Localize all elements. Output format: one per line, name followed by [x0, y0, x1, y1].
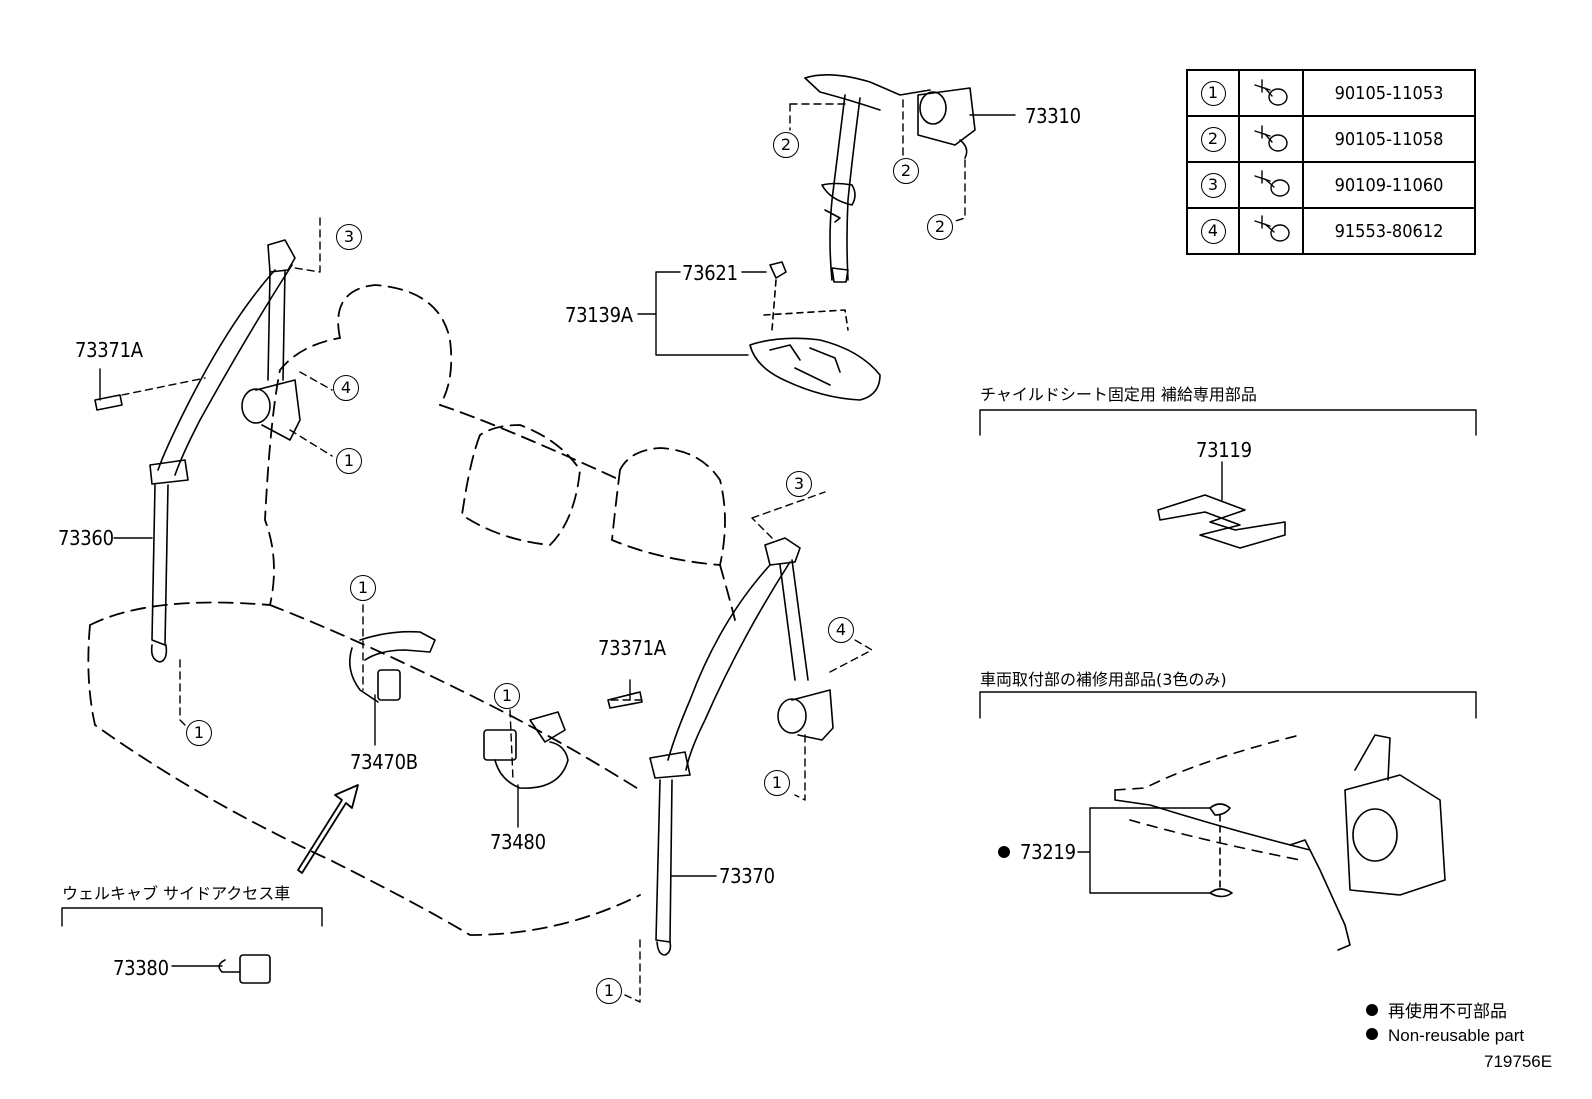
- callout-1: 1: [494, 683, 520, 709]
- bolt-icon: [1238, 161, 1304, 209]
- table-row: 4 91553-80612: [1186, 207, 1476, 255]
- table-cell-index: 3: [1186, 161, 1240, 209]
- table-row: 2 90105-11058: [1186, 115, 1476, 163]
- part-label-73310[interactable]: 73310: [1025, 104, 1081, 128]
- part-label-73371A[interactable]: 73371A: [75, 338, 143, 362]
- legend-jp: 再使用不可部品: [1366, 1003, 1507, 1020]
- bolt-icon: [1238, 115, 1304, 163]
- legend-en-text: Non-reusable part: [1388, 1026, 1525, 1045]
- fastener-table: 1 90105-11053 2 90105-11058 3 90109-1106…: [1186, 69, 1476, 255]
- callout-index: 3: [1200, 172, 1226, 198]
- callout-4: 4: [333, 375, 359, 401]
- bolt-icon: [1238, 69, 1304, 117]
- part-label-73480[interactable]: 73480: [490, 830, 546, 854]
- non-reusable-mark-icon: [1366, 1004, 1378, 1016]
- part-label-73219-text: 73219: [1020, 840, 1076, 864]
- table-row: 1 90105-11053: [1186, 69, 1476, 117]
- cover-73139A: [749, 261, 881, 401]
- table-cell-part: 90105-11053: [1302, 69, 1476, 117]
- non-reusable-mark-icon: [1366, 1028, 1378, 1040]
- callout-4: 4: [828, 617, 854, 643]
- table-cell-part: 90109-11060: [1302, 161, 1476, 209]
- callout-1: 1: [764, 770, 790, 796]
- callout-leaders: [121, 99, 966, 1003]
- callout-2: 2: [927, 214, 953, 240]
- table-cell-index: 2: [1186, 115, 1240, 163]
- table-cell-part: 91553-80612: [1302, 207, 1476, 255]
- callout-1: 1: [186, 720, 212, 746]
- bracket-73119: [1157, 494, 1286, 549]
- part-label-73370[interactable]: 73370: [719, 864, 775, 888]
- diagram-id: 719756E: [1484, 1052, 1553, 1071]
- part-label-73470B[interactable]: 73470B: [350, 750, 418, 774]
- callout-1: 1: [350, 575, 376, 601]
- repair-section-header: 車両取付部の補修用部品(3色のみ): [980, 670, 1227, 689]
- buckle-73480: [483, 711, 569, 789]
- bolt-icon: [1238, 207, 1304, 255]
- clip-73371A: [94, 394, 643, 709]
- part-label-73119[interactable]: 73119: [1196, 438, 1252, 462]
- rear-seat-outline: [87, 284, 736, 936]
- callout-3: 3: [336, 224, 362, 250]
- callout-index: 2: [1200, 126, 1226, 152]
- buckle-73380: [218, 954, 271, 984]
- table-cell-index: 1: [1186, 69, 1240, 117]
- table-cell-part: 90105-11058: [1302, 115, 1476, 163]
- child-seat-section-header: チャイルドシート固定用 補給専用部品: [980, 385, 1257, 404]
- part-label-73139A[interactable]: 73139A: [565, 303, 633, 327]
- callout-index: 4: [1200, 218, 1226, 244]
- legend-en: Non-reusable part: [1366, 1027, 1524, 1044]
- table-row: 3 90109-11060: [1186, 161, 1476, 209]
- part-label-73380[interactable]: 73380: [113, 956, 169, 980]
- callout-1: 1: [336, 448, 362, 474]
- part-label-73621[interactable]: 73621: [682, 261, 738, 285]
- label-leaders: [99, 114, 1223, 967]
- seat-belt-73310: [804, 74, 976, 283]
- part-label-73219[interactable]: 73219: [998, 842, 1076, 862]
- callout-3: 3: [786, 471, 812, 497]
- repair-part-73219: [1114, 734, 1446, 951]
- direction-arrow: [297, 784, 359, 874]
- callout-2: 2: [893, 158, 919, 184]
- legend-jp-text: 再使用不可部品: [1388, 1002, 1507, 1021]
- seat-belt-73360: [149, 239, 301, 663]
- buckle-73470B: [349, 630, 436, 703]
- part-label-73360[interactable]: 73360: [58, 526, 114, 550]
- callout-2: 2: [773, 132, 799, 158]
- seat-belt-73370: [649, 537, 834, 956]
- callout-index: 1: [1200, 80, 1226, 106]
- non-reusable-mark-icon: [998, 846, 1010, 858]
- welcab-section-header: ウェルキャブ サイドアクセス車: [62, 884, 291, 903]
- section-brackets: [61, 409, 1477, 927]
- callout-1: 1: [596, 978, 622, 1004]
- part-label-73371A[interactable]: 73371A: [598, 636, 666, 660]
- table-cell-index: 4: [1186, 207, 1240, 255]
